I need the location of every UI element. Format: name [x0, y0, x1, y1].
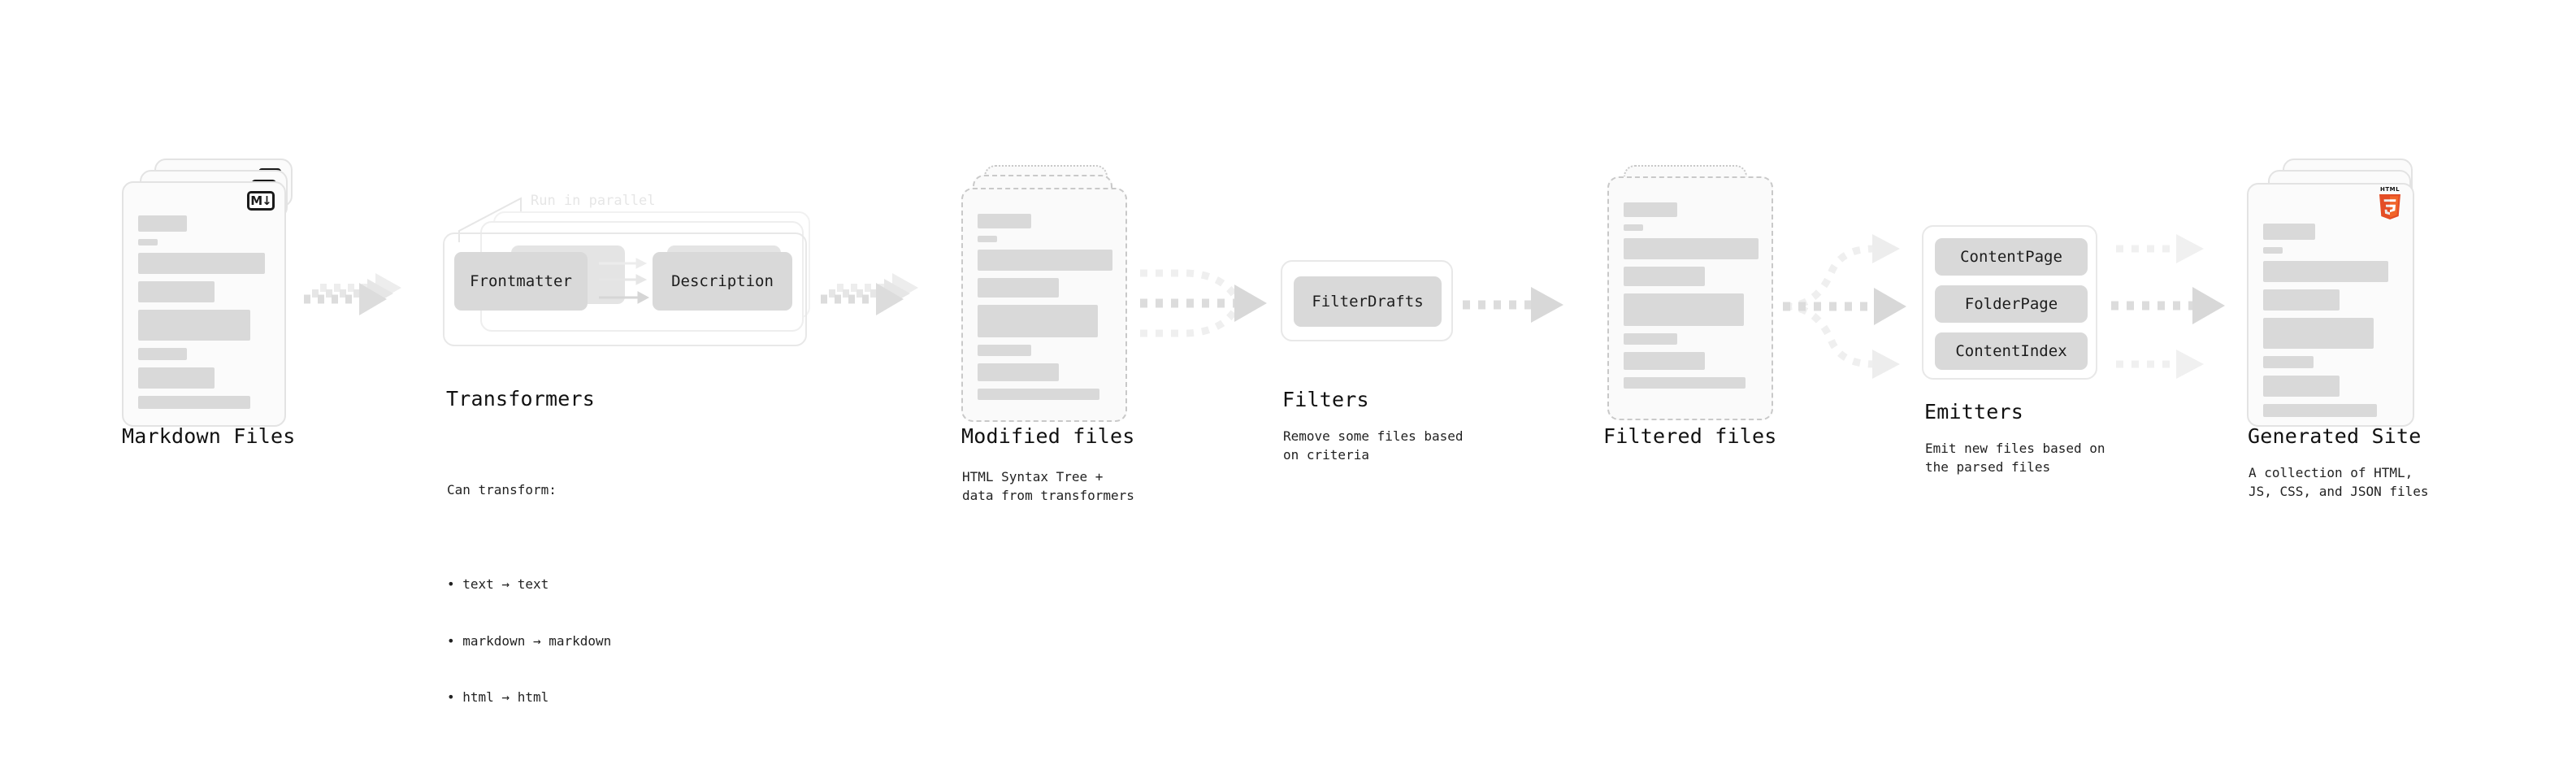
stage-title-markdown-files: Markdown Files: [122, 424, 296, 448]
markdown-skeleton-content: [138, 215, 273, 416]
arrow-markdown-to-transformers: [304, 273, 401, 315]
stage-transformers: Run in parallel: [443, 193, 825, 358]
stage-title-filters: Filters: [1282, 388, 1369, 411]
skeleton-bar: [138, 310, 250, 341]
skeleton-bar: [1624, 224, 1643, 231]
stage-title-modified-files: Modified files: [961, 424, 1135, 448]
skeleton-bar: [978, 345, 1031, 356]
filter-chip-filterdrafts[interactable]: FilterDrafts: [1294, 276, 1442, 327]
transformers-desc-lead: Can transform:: [447, 482, 557, 498]
stage-title-generated-site: Generated Site: [2248, 424, 2422, 448]
markdown-card-front[interactable]: M↓: [122, 181, 286, 427]
skeleton-bar: [1624, 267, 1705, 286]
transformer-chip-description[interactable]: Description: [653, 252, 792, 311]
stage-desc-transformers: Can transform: text → text markdown → ma…: [447, 443, 611, 782]
run-in-parallel-bracket: [458, 197, 522, 242]
stage-title-transformers: Transformers: [446, 387, 596, 411]
stage-markdown-files: M↓ M↓ M↓: [122, 159, 309, 427]
html5-icon-caption: HTML: [2379, 186, 2400, 193]
skeleton-bar: [138, 281, 215, 302]
skeleton-bar: [978, 236, 997, 242]
skeleton-bar: [978, 250, 1112, 271]
stage-filters: FilterDrafts: [1281, 260, 1459, 350]
skeleton-bar: [978, 278, 1059, 298]
arrow-transformers-to-modified: [821, 273, 918, 315]
stage-desc-emitters: Emit new files based on the parsed files: [1925, 441, 2105, 476]
modified-skeleton-content: [978, 214, 1114, 407]
skeleton-bar: [2263, 404, 2377, 417]
arrow-filtered-to-emitters: [1783, 234, 1906, 379]
skeleton-bar: [978, 363, 1059, 381]
skeleton-bar: [978, 305, 1098, 337]
emitter-chip-contentpage[interactable]: ContentPage: [1935, 238, 2088, 276]
stage-emitters: ContentPage FolderPage ContentIndex: [1922, 225, 2117, 388]
html5-icon-glyph: HTML: [2379, 186, 2401, 220]
transformers-bullet: html → html: [447, 688, 611, 706]
transformers-bullet: text → text: [447, 575, 611, 593]
transformer-group-front[interactable]: Frontmatter Description: [443, 232, 807, 346]
skeleton-bar: [1624, 352, 1705, 370]
stage-modified-files: [961, 165, 1148, 433]
skeleton-bar: [2263, 318, 2374, 349]
skeleton-bar: [2263, 376, 2340, 397]
skeleton-bar: [1624, 377, 1746, 389]
emitter-chip-folderpage[interactable]: FolderPage: [1935, 285, 2088, 323]
transformers-bullet: markdown → markdown: [447, 632, 611, 650]
arrow-emitters-to-site: [2111, 234, 2225, 379]
stage-title-filtered-files: Filtered files: [1603, 424, 1777, 448]
stage-title-emitters: Emitters: [1924, 400, 2024, 424]
stage-filtered-files: [1601, 165, 1788, 433]
skeleton-bar: [138, 253, 265, 274]
arrow-modified-to-filters: [1140, 269, 1267, 337]
skeleton-bar: [1624, 238, 1759, 259]
modified-card-front[interactable]: [961, 188, 1127, 422]
emitter-chip-contentindex[interactable]: ContentIndex: [1935, 332, 2088, 370]
html5-icon: HTML: [2379, 186, 2401, 220]
stage-desc-generated-site: A collection of HTML, JS, CSS, and JSON …: [2249, 465, 2429, 500]
skeleton-bar: [978, 389, 1099, 400]
skeleton-bar: [138, 239, 158, 245]
site-skeleton-content: [2263, 224, 2401, 424]
transformer-inner-arrows: [599, 258, 650, 304]
skeleton-bar: [138, 348, 187, 360]
skeleton-bar: [138, 215, 187, 232]
transformers-bullet-list: text → text markdown → markdown html → h…: [447, 537, 611, 745]
filters-group[interactable]: FilterDrafts: [1281, 260, 1453, 341]
skeleton-bar: [138, 367, 215, 389]
arrow-filters-to-filtered: [1463, 287, 1563, 323]
transformer-chip-frontmatter[interactable]: Frontmatter: [454, 252, 588, 311]
skeleton-bar: [1624, 293, 1744, 326]
skeleton-bar: [1624, 202, 1677, 217]
skeleton-bar: [138, 396, 250, 409]
skeleton-bar: [2263, 289, 2340, 311]
skeleton-bar: [2263, 356, 2314, 368]
skeleton-bar: [2263, 247, 2283, 254]
diagram-canvas: M↓ M↓ M↓ Markdown Files: [0, 0, 2576, 681]
markdown-icon: M↓: [247, 191, 275, 211]
emitters-group[interactable]: ContentPage FolderPage ContentIndex: [1922, 225, 2097, 380]
site-card-front[interactable]: HTML: [2247, 183, 2414, 427]
stage-desc-modified-files: HTML Syntax Tree + data from transformer…: [962, 469, 1134, 504]
stage-generated-site: CSS HTML: [2247, 159, 2458, 435]
run-in-parallel-label: Run in parallel: [531, 193, 656, 209]
skeleton-bar: [2263, 261, 2388, 282]
stage-desc-filters: Remove some files based on criteria: [1283, 428, 1464, 463]
filtered-skeleton-content: [1624, 202, 1760, 396]
skeleton-bar: [2263, 224, 2315, 240]
skeleton-bar: [978, 214, 1031, 228]
skeleton-bar: [1624, 333, 1677, 345]
filtered-card-front[interactable]: [1607, 176, 1773, 420]
